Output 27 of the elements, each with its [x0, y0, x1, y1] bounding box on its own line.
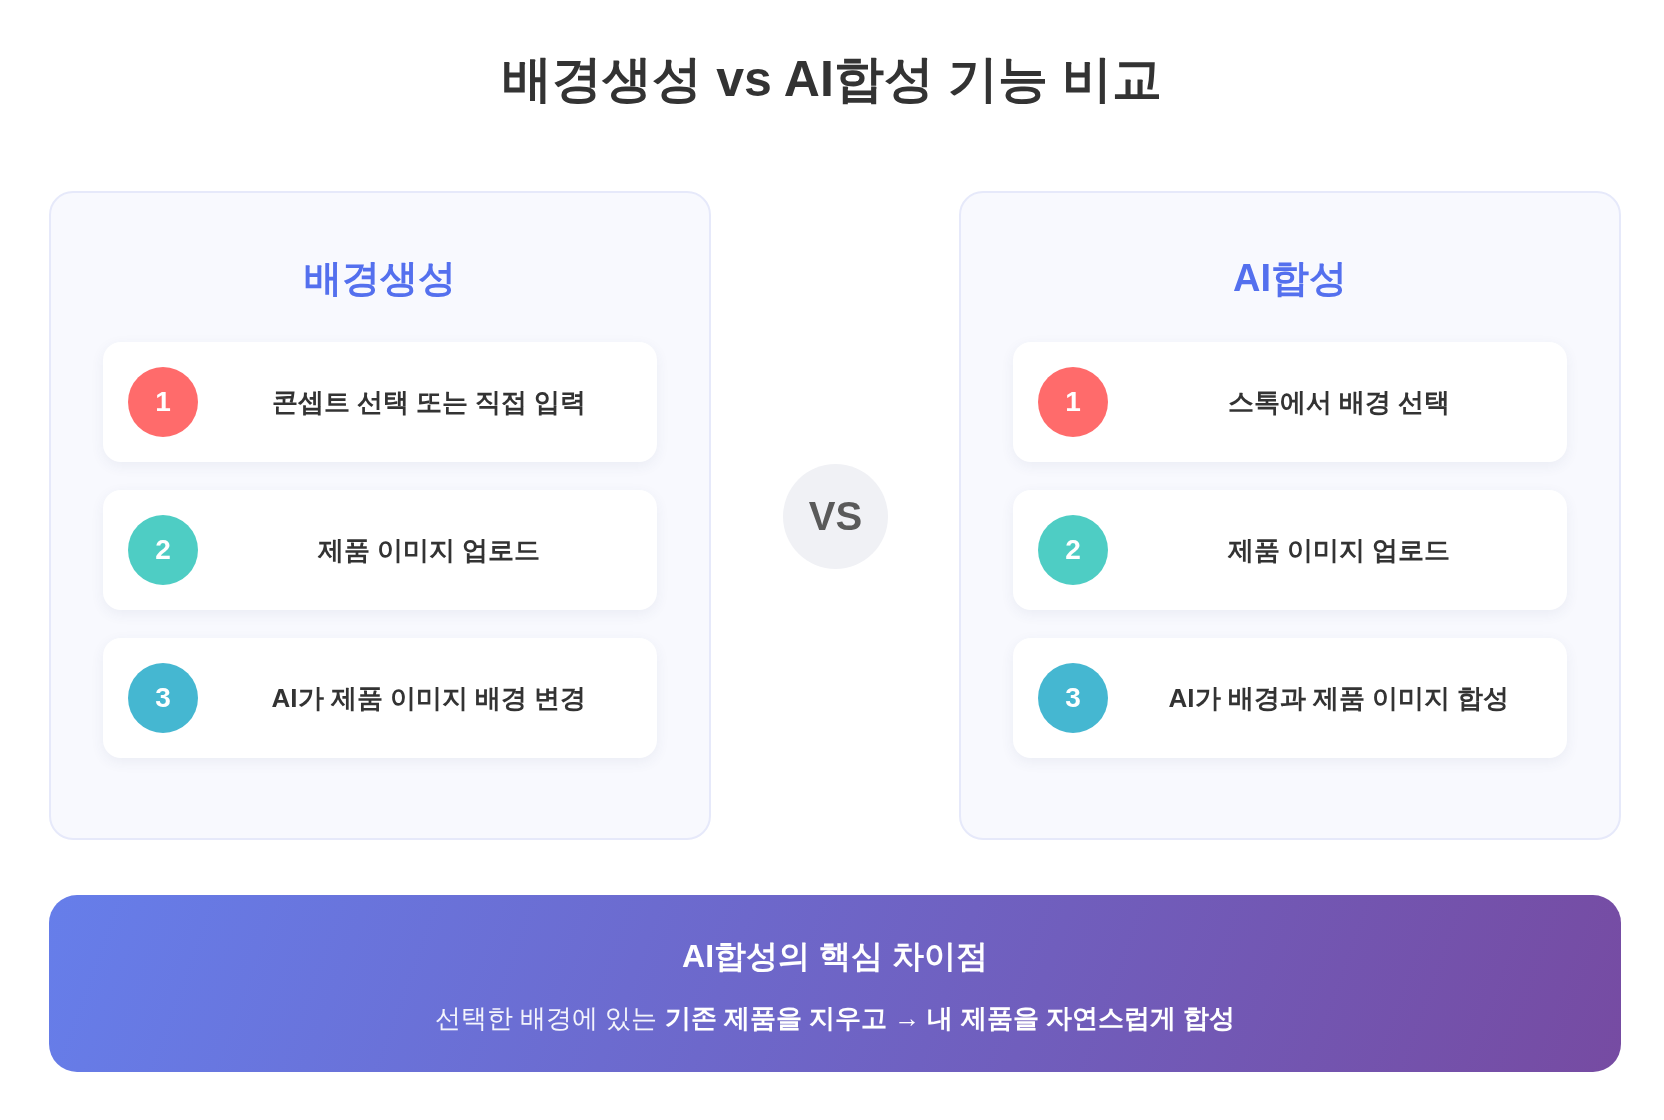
step-number: 1 — [128, 367, 198, 437]
step-number: 3 — [128, 663, 198, 733]
banner-heading: AI합성의 핵심 차이점 — [682, 938, 988, 974]
comparison-panel — [49, 191, 711, 840]
page-title: 배경생성 vs AI합성 기능 비교 — [502, 51, 1162, 107]
step-card — [1013, 638, 1567, 758]
step-card — [103, 342, 657, 462]
step-card — [1013, 490, 1567, 610]
panel-heading: AI합성 — [1233, 257, 1347, 299]
summary-banner — [49, 895, 1621, 1072]
comparison-panel — [959, 191, 1621, 840]
step-card — [103, 490, 657, 610]
step-text: 콘셉트 선택 또는 직접 입력 — [271, 386, 587, 419]
step-number: 3 — [1038, 663, 1108, 733]
panel-heading: 배경생성 — [304, 257, 456, 299]
step-text: 스톡에서 배경 선택 — [1227, 386, 1451, 419]
versus-circle: VS — [783, 464, 888, 569]
step-number: 2 — [128, 515, 198, 585]
summary-text: 선택한 배경에 있는 기존 제품을 지우고 → 내 제품을 자연스럽게 합성 — [434, 1003, 1236, 1033]
step-text: 제품 이미지 업로드 — [317, 534, 541, 567]
step-card — [103, 638, 657, 758]
step-text: AI가 제품 이미지 배경 변경 — [271, 682, 587, 715]
step-text: AI가 배경과 제품 이미지 합성 — [1168, 682, 1510, 715]
step-number: 1 — [1038, 367, 1108, 437]
step-number: 2 — [1038, 515, 1108, 585]
step-card — [1013, 342, 1567, 462]
step-text: 제품 이미지 업로드 — [1227, 534, 1451, 567]
